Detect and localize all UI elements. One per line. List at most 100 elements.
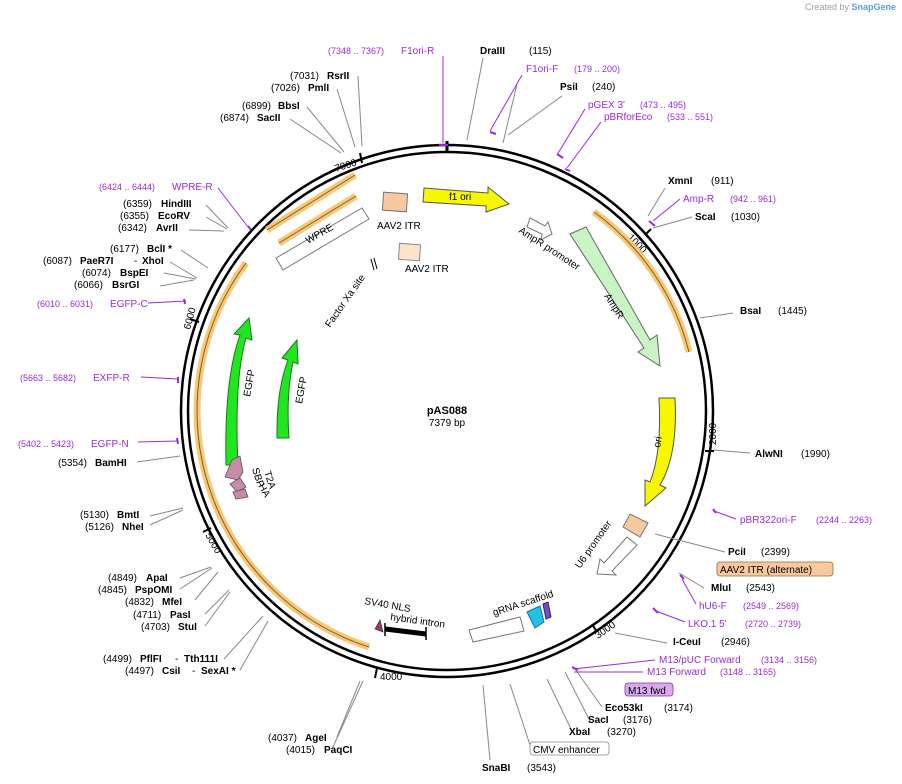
primer-wpre-r-range: (6424 .. 6444) <box>99 182 155 192</box>
enzyme-sexai[interactable]: SexAI * <box>201 666 236 677</box>
ha-arrow <box>232 488 249 500</box>
tick-3000 <box>591 623 598 633</box>
enzyme-agei[interactable]: AgeI <box>305 733 327 744</box>
primer-hu6-f-range: (2549 .. 2569) <box>743 601 799 611</box>
t2a-label: T2A <box>261 470 277 491</box>
enzyme-bbsi[interactable]: BbsI <box>278 101 300 112</box>
enzyme-xbai[interactable]: XbaI <box>569 727 590 738</box>
enzyme-alwni[interactable]: AlwNI <box>755 449 783 460</box>
primer-exfp-r[interactable]: EXFP-R <box>93 373 130 384</box>
enzyme-pmli[interactable]: PmlI <box>308 83 329 94</box>
primer-egfp-n-range: (5402 .. 5423) <box>18 439 74 449</box>
primer-pgex3[interactable]: pGEX 3' <box>588 100 625 111</box>
enzyme-saci[interactable]: SacI <box>588 715 609 726</box>
enzyme-eco53ki-pos: (3174) <box>664 703 693 714</box>
factor-xa-mark-b <box>373 257 378 270</box>
enzyme-pflfi[interactable]: PflFI <box>140 654 162 665</box>
enzyme-xmni[interactable]: XmnI <box>668 176 693 187</box>
enzyme-xhoi[interactable]: XhoI <box>142 256 164 267</box>
enzyme-sacii[interactable]: SacII <box>257 113 281 124</box>
primer-egfp-c[interactable]: EGFP-C <box>110 299 148 310</box>
tick-5000 <box>202 527 212 533</box>
primer-f1ori-f-range: (179 .. 200) <box>574 64 620 74</box>
primer-hu6-f[interactable]: hU6-F <box>699 601 727 612</box>
primer-amp-r-range: (942 .. 961) <box>730 194 776 204</box>
grna-marker <box>526 605 545 629</box>
enzyme-apai[interactable]: ApaI <box>146 573 168 584</box>
egfp-label-outer: EGFP <box>242 368 258 397</box>
enzyme-ecorv[interactable]: EcoRV <box>158 211 190 222</box>
egfp-label-inner: EGFP <box>294 375 310 404</box>
enzyme-pasi[interactable]: PasI <box>170 610 191 621</box>
enzyme-snabi-pos: (3543) <box>527 763 556 774</box>
enzyme-pcii[interactable]: PciI <box>728 547 746 558</box>
enzyme-i-ceui[interactable]: I-CeuI <box>673 637 701 648</box>
enzyme-rsrii[interactable]: RsrII <box>327 71 349 82</box>
primer-amp-r[interactable]: Amp-R <box>683 194 714 205</box>
amp-arc-line <box>593 211 690 353</box>
tick-label-6000: 6000 <box>182 306 198 331</box>
primer-lko15[interactable]: LKO.1 5' <box>688 619 727 630</box>
enzyme-draiii[interactable]: DraIII <box>480 46 505 57</box>
enzyme-hindiii[interactable]: HindIII <box>161 199 192 210</box>
primer-m13puc-forward[interactable]: M13/pUC Forward <box>659 655 741 666</box>
enzyme-psii[interactable]: PsiI <box>560 82 578 93</box>
primer-wpre-r[interactable]: WPRE-R <box>172 182 213 193</box>
enzyme-bspei[interactable]: BspEI <box>120 268 149 279</box>
m13-fwd-text: M13 fwd <box>628 686 666 697</box>
wpre-arc-1-line <box>266 174 356 231</box>
enzyme-paqci[interactable]: PaqCI <box>324 745 353 756</box>
enzyme-scai-pos: (1030) <box>731 212 760 223</box>
enzyme-pspomi[interactable]: PspOMI <box>135 585 172 596</box>
enzyme-xmni-pos: (911) <box>711 176 734 187</box>
enzyme-draiii-pos: (115) <box>529 46 552 57</box>
aav2-itr-label-2: AAV2 ITR <box>405 264 449 275</box>
enzyme-paer7i[interactable]: PaeR7I <box>80 256 114 267</box>
tick-4000 <box>374 667 378 679</box>
enzyme-snabi[interactable]: SnaBI <box>482 763 511 774</box>
enzyme-nhei[interactable]: NheI <box>122 522 144 533</box>
hybrid-intron-label: hybrid intron <box>390 612 446 631</box>
enzyme-bcli-pos: (6177) <box>110 244 139 255</box>
primer-f1ori-r[interactable]: F1ori-R <box>401 46 434 57</box>
enzyme-bsrgi[interactable]: BsrGI <box>112 280 139 291</box>
enzyme-tth111i[interactable]: Tth111I <box>184 654 218 665</box>
tick-label-4000: 4000 <box>380 672 403 683</box>
enzyme-xbai-pos: (3270) <box>607 727 636 738</box>
enzyme-dash-1: - <box>175 654 178 665</box>
enzyme-bsai[interactable]: BsaI <box>740 306 761 317</box>
enzyme-csii[interactable]: CsiI <box>162 666 181 677</box>
primer-pbrforeco[interactable]: pBRforEco <box>604 112 653 123</box>
enzyme-mlui[interactable]: MluI <box>711 583 731 594</box>
enzyme-eco53ki[interactable]: Eco53kI <box>605 703 643 714</box>
aav2-itr-alternate-badge[interactable] <box>716 561 834 577</box>
enzyme-bcli[interactable]: BclI * <box>147 244 172 255</box>
cmv-enhancer-text: CMV enhancer <box>533 745 600 756</box>
primer-pbr322ori-f[interactable]: pBR322ori-F <box>740 515 797 526</box>
aav2-itr-label-1: AAV2 ITR <box>377 221 421 232</box>
m13-fwd-badge[interactable] <box>624 682 674 697</box>
enzyme-bamhi[interactable]: BamHI <box>95 458 127 469</box>
sv40-nls-marker <box>374 619 384 633</box>
factor-xa-mark-a <box>370 258 375 271</box>
enzyme-paqci-pos: (4015) <box>286 745 315 756</box>
enzyme-avrii[interactable]: AvrII <box>156 223 178 234</box>
enzyme-mfei-pos: (4832) <box>125 597 154 608</box>
primer-egfp-n[interactable]: EGFP-N <box>91 439 129 450</box>
primer-f1ori-f[interactable]: F1ori-F <box>526 64 558 75</box>
hybrid-intron-bar <box>384 626 427 637</box>
f1-ori-arrow <box>422 185 511 213</box>
enzyme-paer7i-pos: (6087) <box>43 256 72 267</box>
primer-m13-forward[interactable]: M13 Forward <box>647 667 706 678</box>
cmv-enhancer-badge[interactable] <box>529 741 610 756</box>
enzyme-scai[interactable]: ScaI <box>695 212 716 223</box>
enzyme-bmti[interactable]: BmtI <box>117 510 139 521</box>
enzyme-stui[interactable]: StuI <box>178 622 197 633</box>
aav2-itr-alt-box <box>622 513 649 538</box>
enzyme-mfei[interactable]: MfeI <box>162 597 182 608</box>
enzyme-dash-2: - <box>192 666 195 677</box>
enzyme-stui-pos: (4703) <box>141 622 170 633</box>
primer-egfp-c-range: (6010 .. 6031) <box>37 299 93 309</box>
primer-labels: F1ori-R (7348 .. 7367) F1ori-F (179 .. 2… <box>18 46 872 678</box>
